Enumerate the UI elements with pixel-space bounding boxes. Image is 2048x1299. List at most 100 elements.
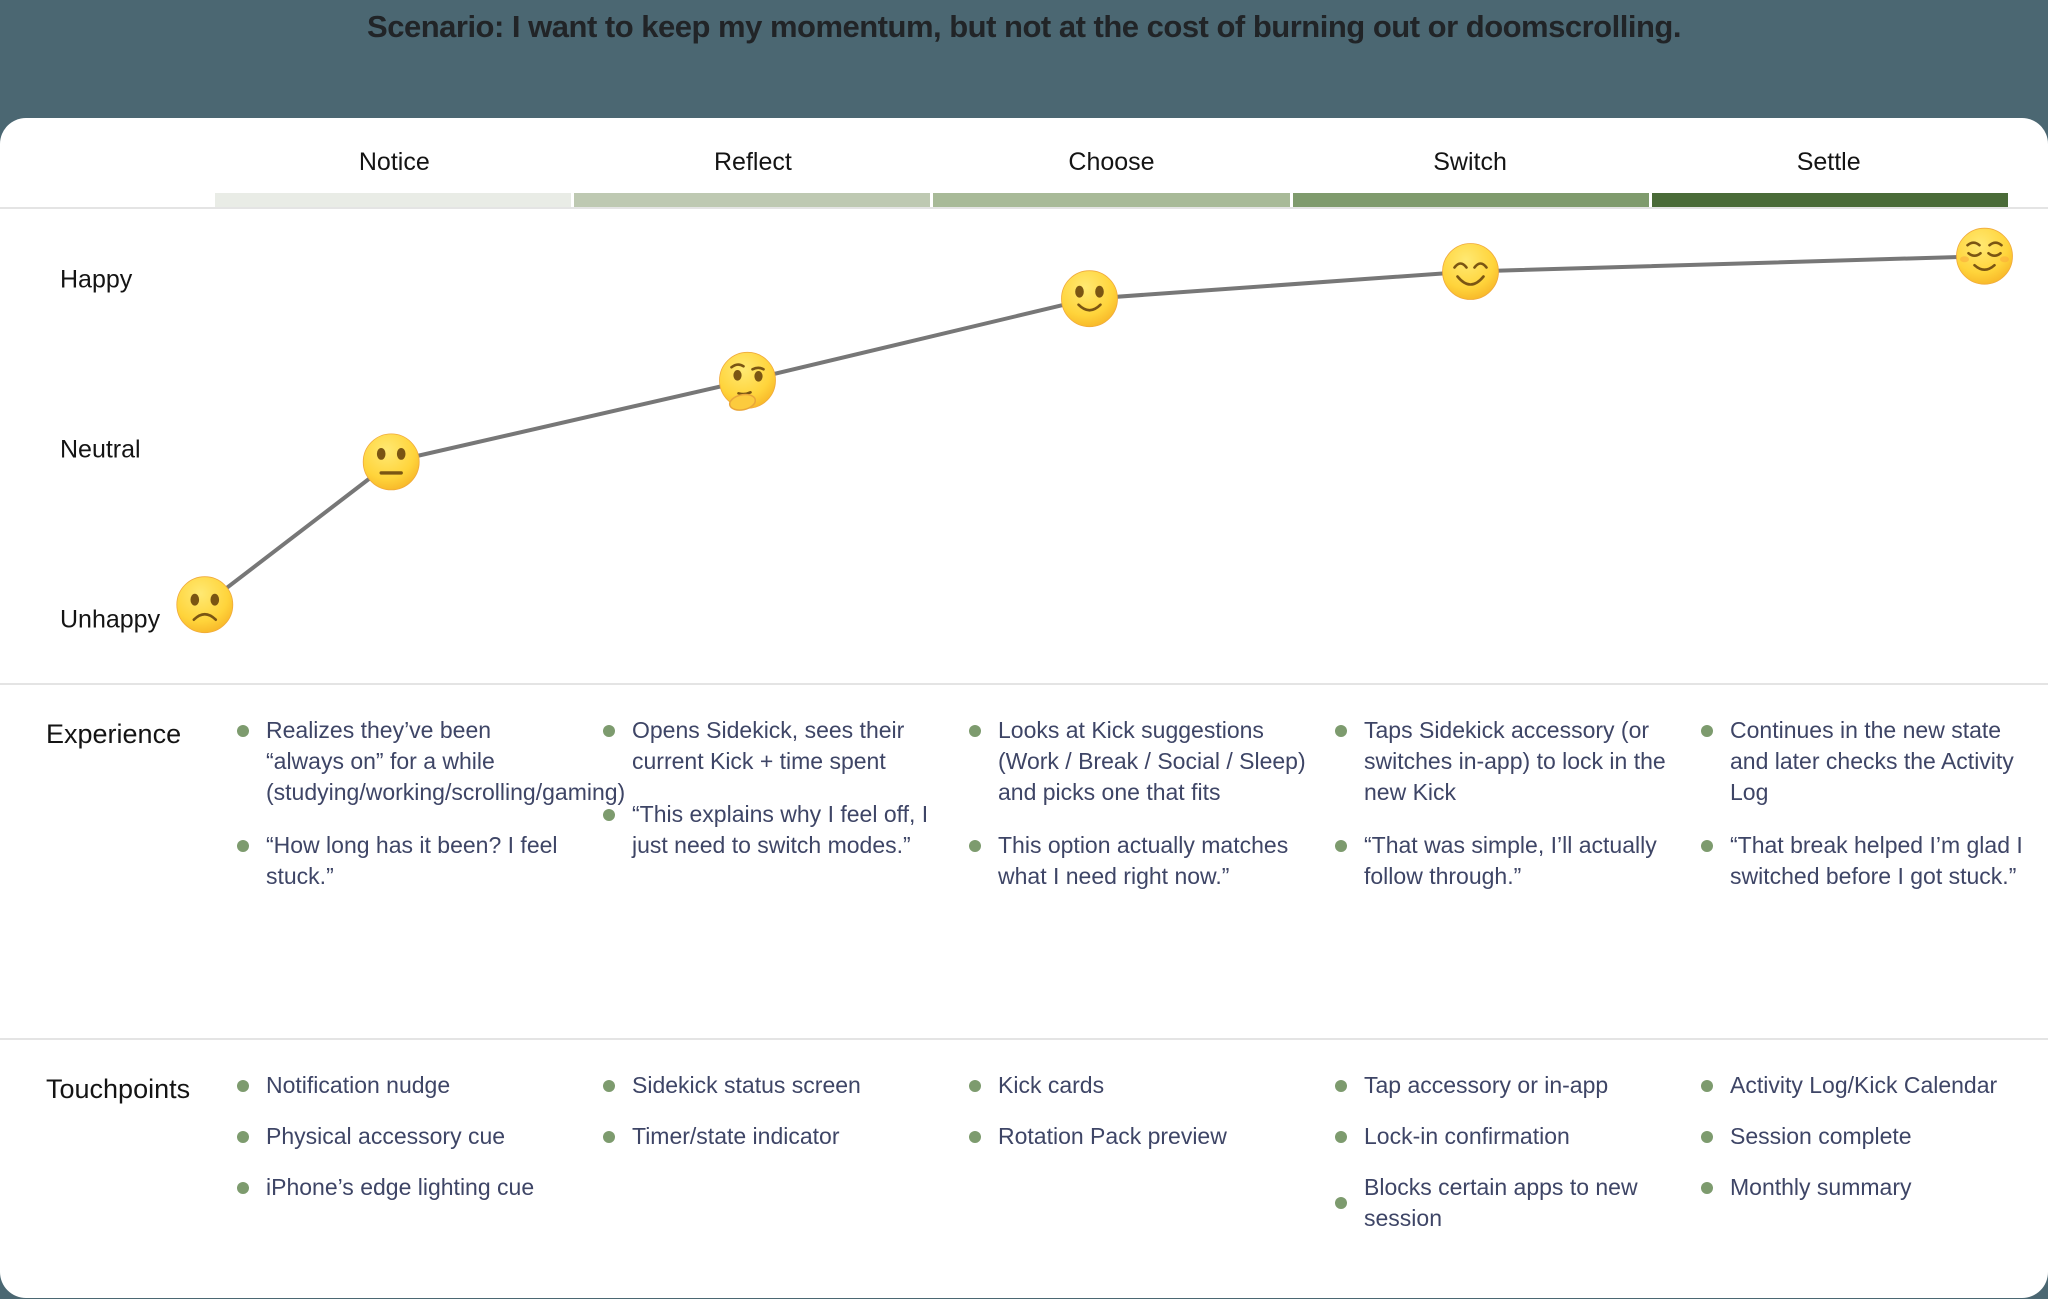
list-item: Session complete bbox=[1679, 1121, 2045, 1152]
stage-label-settle: Settle bbox=[1796, 148, 1861, 176]
list-item: “That was simple, I’ll actually follow t… bbox=[1313, 830, 1679, 892]
bullet-icon bbox=[1701, 1181, 1713, 1194]
bullet-icon bbox=[1335, 1197, 1347, 1209]
list-item-text: This option actually matches what I need… bbox=[998, 832, 1289, 889]
list-item-text: Monthly summary bbox=[1730, 1174, 1912, 1200]
list-item-text: Kick cards bbox=[998, 1072, 1105, 1098]
list-item: Continues in the new state and later che… bbox=[1679, 715, 2045, 808]
touchpoints-row-label: Touchpoints bbox=[46, 1074, 191, 1104]
touchpoints-col-notice: Notification nudge Physical accessory cu… bbox=[215, 1070, 581, 1234]
bullet-icon bbox=[969, 840, 981, 852]
list-item-text: Timer/state indicator bbox=[632, 1123, 840, 1149]
bullet-icon bbox=[969, 725, 981, 737]
list-item: “This explains why I feel off, I just ne… bbox=[581, 799, 947, 861]
list-item: Blocks certain apps to new session bbox=[1313, 1172, 1679, 1234]
emoji-frowning-face-icon bbox=[176, 576, 234, 634]
stage-label-switch: Switch bbox=[1433, 148, 1507, 176]
emoji-thinking-face-icon bbox=[719, 351, 776, 411]
list-item-text: Session complete bbox=[1730, 1123, 1912, 1149]
list-item-text: iPhone’s edge lighting cue bbox=[266, 1174, 535, 1200]
experience-row: Experience Realizes they’ve been “always… bbox=[0, 683, 2048, 1038]
list-item: “That break helped I’m glad I switched b… bbox=[1679, 830, 2045, 892]
bullet-icon bbox=[1335, 840, 1347, 852]
emoji-smiling-face-with-closed-eyes-icon bbox=[1956, 227, 2013, 285]
list-item-text: Rotation Pack preview bbox=[998, 1123, 1227, 1149]
bullet-icon bbox=[237, 1079, 249, 1092]
list-item-text: Continues in the new state and later che… bbox=[1730, 717, 2014, 805]
touchpoints-col-switch: Tap accessory or in-app Lock-in confirma… bbox=[1313, 1070, 1679, 1234]
experience-col-reflect: Opens Sidekick, sees their current Kick … bbox=[581, 715, 947, 892]
experience-col-notice: Realizes they’ve been “always on” for a … bbox=[215, 715, 626, 892]
list-item-text: Tap accessory or in-app bbox=[1364, 1072, 1609, 1098]
experience-col-switch: Taps Sidekick accessory (or switches in-… bbox=[1313, 715, 1679, 892]
list-item: Opens Sidekick, sees their current Kick … bbox=[581, 715, 947, 777]
experience-col-choose: Looks at Kick suggestions (Work / Break … bbox=[947, 715, 1313, 892]
list-item: Realizes they’ve been “always on” for a … bbox=[215, 715, 626, 808]
list-item-text: “How long has it been? I feel stuck.” bbox=[266, 832, 558, 889]
stage-progress-segment bbox=[933, 193, 1290, 207]
bullet-icon bbox=[603, 1130, 615, 1143]
y-axis-label-unhappy: Unhappy bbox=[60, 605, 161, 634]
touchpoints-col-choose: Kick cards Rotation Pack preview bbox=[947, 1070, 1313, 1234]
experience-columns: Realizes they’ve been “always on” for a … bbox=[215, 715, 2045, 892]
experience-row-label: Experience bbox=[46, 719, 182, 749]
list-item-text: “That break helped I’m glad I switched b… bbox=[1730, 832, 2023, 889]
list-item-text: Lock-in confirmation bbox=[1364, 1123, 1570, 1149]
list-item: Activity Log/Kick Calendar bbox=[1679, 1070, 2045, 1101]
stage-label-notice: Notice bbox=[358, 148, 430, 176]
list-item: Lock-in confirmation bbox=[1313, 1121, 1679, 1152]
y-axis-label-happy: Happy bbox=[60, 265, 133, 294]
emoji-smiling-face-with-smiling-eyes-icon bbox=[1442, 243, 1499, 300]
list-item-text: Realizes they’ve been “always on” for a … bbox=[266, 717, 626, 805]
bullet-icon bbox=[603, 1079, 615, 1092]
list-item-text: Notification nudge bbox=[266, 1072, 451, 1098]
list-item: Taps Sidekick accessory (or switches in-… bbox=[1313, 715, 1679, 808]
divider bbox=[0, 1038, 2048, 1040]
list-item-text: Taps Sidekick accessory (or switches in-… bbox=[1364, 717, 1666, 805]
list-item: Tap accessory or in-app bbox=[1313, 1070, 1679, 1101]
list-item-text: Looks at Kick suggestions (Work / Break … bbox=[998, 717, 1306, 805]
bullet-icon bbox=[1335, 1130, 1347, 1143]
stage-progress-segment bbox=[574, 193, 931, 207]
list-item: Timer/state indicator bbox=[581, 1121, 947, 1152]
bullet-icon bbox=[969, 1079, 981, 1092]
list-item: Monthly summary bbox=[1679, 1172, 2045, 1203]
bullet-icon bbox=[603, 725, 615, 737]
list-item-text: “That was simple, I’ll actually follow t… bbox=[1364, 832, 1657, 889]
list-item-text: Blocks certain apps to new session bbox=[1364, 1174, 1638, 1231]
bullet-icon bbox=[1701, 1079, 1713, 1092]
y-axis-label-neutral: Neutral bbox=[60, 435, 141, 464]
bullet-icon bbox=[969, 1130, 981, 1143]
stage-label-choose: Choose bbox=[1068, 148, 1155, 176]
bullet-icon bbox=[1701, 840, 1713, 852]
bullet-icon bbox=[237, 1181, 249, 1194]
bullet-icon bbox=[1701, 725, 1713, 737]
bullet-icon bbox=[1701, 1130, 1713, 1143]
stage-progress-segment bbox=[1292, 193, 1649, 207]
scenario-banner: Scenario: I want to keep my momentum, bu… bbox=[0, 0, 2048, 118]
list-item: “How long has it been? I feel stuck.” bbox=[215, 830, 581, 892]
bullet-icon bbox=[237, 725, 249, 737]
stage-progress-bar bbox=[215, 193, 2009, 207]
list-item: Sidekick status screen bbox=[581, 1070, 947, 1101]
bullet-icon bbox=[603, 809, 615, 821]
list-item: Kick cards bbox=[947, 1070, 1313, 1101]
divider bbox=[0, 683, 2048, 685]
list-item-text: “This explains why I feel off, I just ne… bbox=[632, 801, 929, 858]
touchpoints-col-reflect: Sidekick status screen Timer/state indic… bbox=[581, 1070, 947, 1234]
list-item: Physical accessory cue bbox=[215, 1121, 581, 1152]
emotion-curve-line bbox=[203, 254, 1985, 607]
stage-progress-segment bbox=[215, 193, 572, 207]
stage-label-reflect: Reflect bbox=[713, 148, 792, 176]
list-item: iPhone’s edge lighting cue bbox=[215, 1172, 581, 1203]
bullet-icon bbox=[237, 1130, 249, 1143]
bullet-icon bbox=[1335, 725, 1347, 737]
experience-col-settle: Continues in the new state and later che… bbox=[1679, 715, 2045, 892]
list-item-text: Activity Log/Kick Calendar bbox=[1730, 1072, 1998, 1098]
emoji-slightly-smiling-face-icon bbox=[1061, 270, 1118, 328]
emoji-neutral-face-icon bbox=[362, 433, 420, 491]
bullet-icon bbox=[1335, 1079, 1347, 1092]
list-item-text: Sidekick status screen bbox=[632, 1072, 861, 1098]
list-item: Rotation Pack preview bbox=[947, 1121, 1313, 1152]
